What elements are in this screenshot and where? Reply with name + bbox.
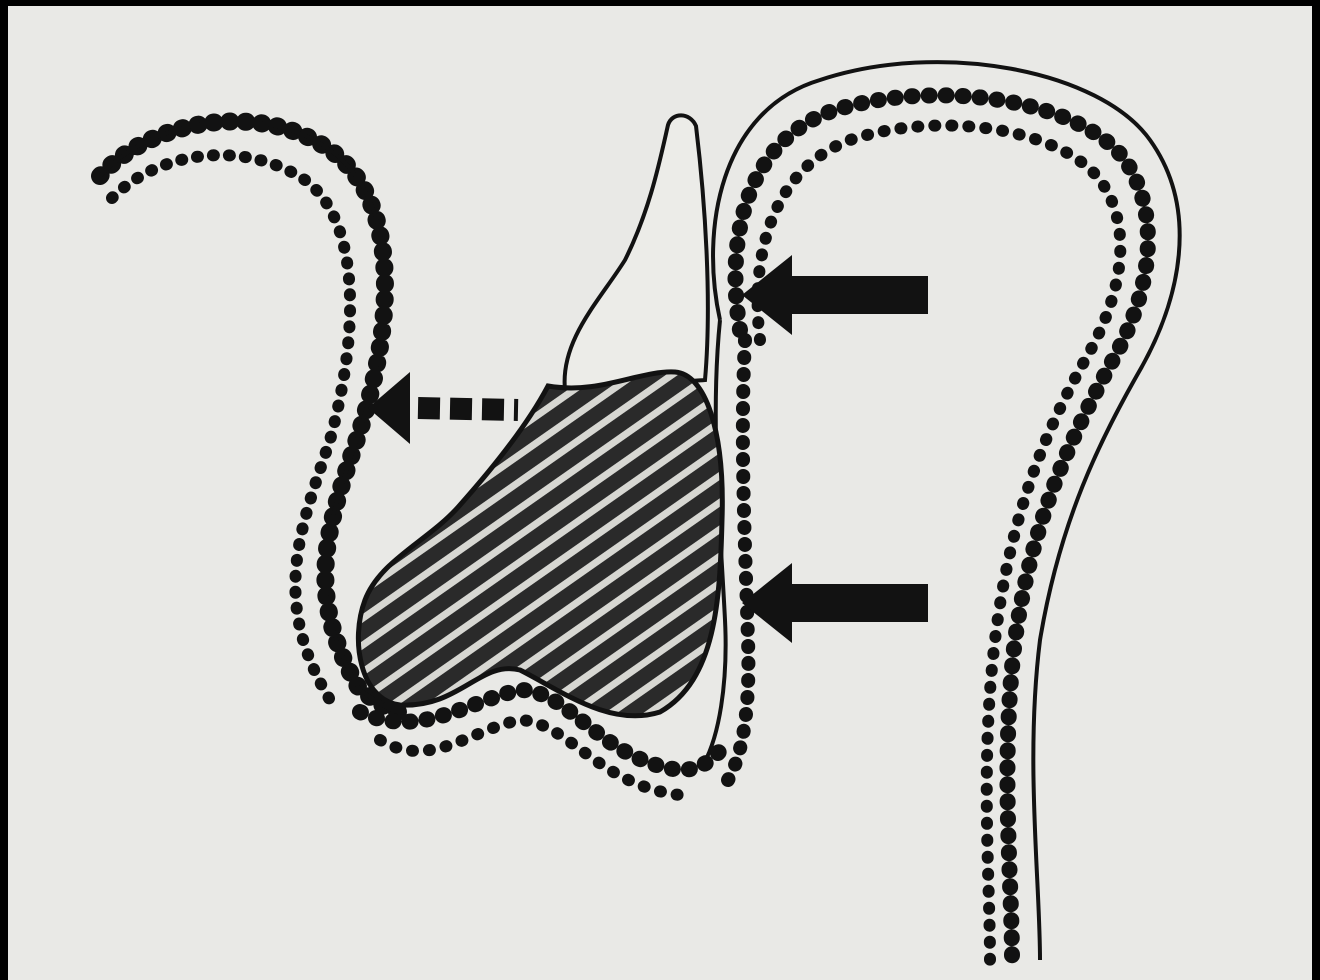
tissue-fold-right (700, 62, 1180, 960)
tooth (565, 115, 708, 390)
solid-arrow-upper (742, 255, 928, 335)
hatched-mass (358, 372, 722, 716)
tissue-fold-left (100, 121, 400, 712)
dashed-arrow-left (368, 372, 518, 444)
solid-arrow-lower (742, 563, 928, 643)
